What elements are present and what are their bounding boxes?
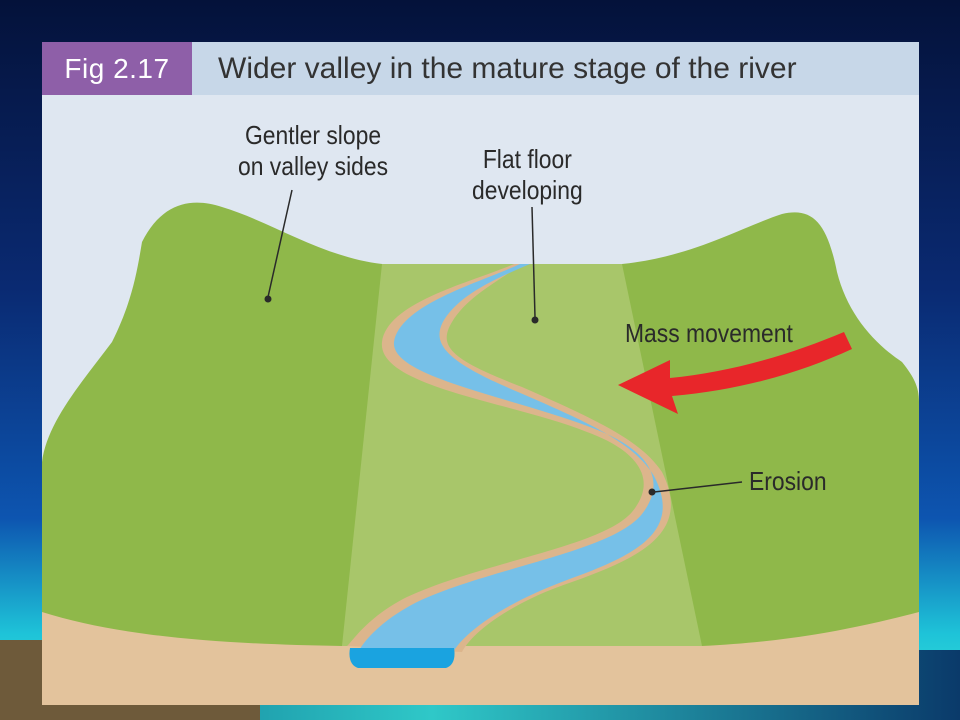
figure-title: Wider valley in the mature stage of the … [218,51,797,85]
erosion-dot [648,488,656,496]
gentler-slope-dot [264,295,272,303]
erosion-pointer [653,481,743,493]
label-gentler-slope-line1: Gentler slope [244,120,382,150]
river-mouth [349,648,455,668]
figure-number: Fig 2.17 [42,42,192,95]
label-gentler-slope: Gentler slope on valley sides [238,120,388,182]
label-mass-movement: Mass movement [625,318,793,348]
figure-panel: Fig 2.17 Wider valley in the mature stag… [42,42,919,705]
title-bar: Fig 2.17 Wider valley in the mature stag… [42,42,919,95]
flat-floor-pointer [531,206,536,318]
valley-diagram [42,189,919,705]
label-flat-floor-line2: developing [472,175,583,205]
mass-movement-arrow [618,332,852,414]
gentler-slope-pointer [267,189,293,298]
river-water [357,264,663,654]
flat-floor-dot [531,316,539,324]
label-flat-floor: Flat floor developing [472,144,583,206]
label-gentler-slope-line2: on valley sides [238,151,389,181]
label-flat-floor-line1: Flat floor [482,144,572,174]
label-erosion: Erosion [749,466,827,496]
